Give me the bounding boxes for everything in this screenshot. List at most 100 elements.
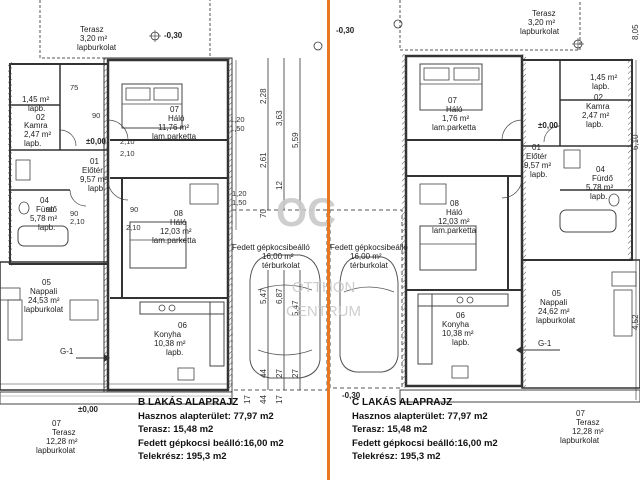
bath-num: 04 (40, 196, 49, 205)
r-bedroom1-area: 1,76 m² (442, 114, 469, 123)
dim-261: 2,61 (259, 152, 268, 168)
dim-open-8: 1,20 (232, 189, 247, 198)
small-area: 1,45 m² (22, 95, 49, 104)
r-storage-area: 2,47 m² (582, 111, 609, 120)
plan-b (0, 0, 328, 405)
dim-17a: 17 (243, 395, 252, 404)
dim-228: 2,28 (259, 88, 268, 104)
r-bedroom2-num: 08 (450, 199, 459, 208)
carport-area: 16,00 m² (262, 252, 294, 261)
r-kitchen-name: Konyha (442, 320, 470, 329)
terrace-top-floor: lapburkolat (77, 43, 117, 52)
dim-547b: 5,47 (291, 300, 300, 316)
hall-floor: lapb. (88, 184, 105, 193)
r-dim-610: 6,10 (631, 134, 640, 150)
r-level-entry: ±0,00 (538, 121, 559, 130)
r-hall-area: 9,57 m² (524, 161, 551, 170)
dim-open-1: 1,20 (230, 115, 245, 124)
r-bath-name: Fürdő (592, 174, 613, 183)
caption-b-line2: Terasz: 15,48 m2 (138, 424, 214, 435)
r-bath-floor: lapb. (590, 192, 607, 201)
caption-b-title: B LAKÁS ALAPRAJZ (138, 397, 239, 408)
r-terrace-bottom-area: 12,28 m² (572, 427, 604, 436)
bath-floor: lapb. (38, 223, 55, 232)
dim-open-10: 90 (46, 205, 54, 214)
r-carport-name: Fedett gépkocsibeálló (330, 243, 408, 252)
terrace-top-area: 3,20 m² (80, 34, 107, 43)
r-dim-452: 4,52 (631, 314, 640, 330)
watermark-line2: CENTRUM (286, 303, 361, 320)
r-carport-area: 16,00 m² (350, 252, 382, 261)
storage-area: 2,47 m² (24, 130, 51, 139)
r-terrace-bottom-floor: lapburkolat (560, 436, 600, 445)
dim-open-9: 1,50 (232, 198, 247, 207)
bedroom2-num: 08 (174, 209, 183, 218)
watermark: OC OTTHON CENTRUM (276, 191, 361, 320)
dim-open-4: 2,10 (120, 149, 135, 158)
dim-27a: 27 (275, 369, 284, 378)
carport-floor: térburkolat (262, 261, 301, 270)
r-terrace-top-area: 3,20 m² (528, 18, 555, 27)
r-kitchen-floor: lapb. (452, 338, 469, 347)
r-section-marker: G-1 (538, 339, 552, 348)
r-terrace-top-name: Terasz (532, 9, 556, 18)
bedroom2-floor: lam.parketta (152, 236, 197, 245)
r-hall-num: 01 (532, 143, 541, 152)
r-bedroom2-area: 12,03 m² (438, 217, 470, 226)
r-living-num: 05 (552, 289, 561, 298)
bath-name: Fürdő (36, 205, 57, 214)
r-level-bottom: -0,30 (342, 391, 361, 400)
bedroom2-area: 12,03 m² (160, 227, 192, 236)
caption-c-line3: Fedett gépkocsi beálló:16,00 m2 (352, 437, 498, 449)
terrace-bottom-num: 07 (52, 419, 61, 428)
hall-num: 01 (90, 157, 99, 166)
storage-num: 02 (36, 113, 45, 122)
r-kitchen-area: 10,38 m² (442, 329, 474, 338)
small-floor: lapb. (28, 104, 45, 113)
r-storage-num: 02 (594, 93, 603, 102)
watermark-line1: OTTHON (292, 279, 355, 296)
r-hall-name: Előtér (526, 152, 547, 161)
dim-open-5: 75 (70, 83, 78, 92)
caption-b: B LAKÁS ALAPRAJZ Hasznos alapterület: 77… (138, 396, 284, 464)
kitchen-floor: lapb. (166, 348, 183, 357)
plan-b-labels: Terasz 3,20 m² lapburkolat -0,30 1,45 m²… (22, 25, 310, 455)
caption-c-line4: Telekrész: 195,3 m2 (352, 451, 441, 462)
r-living-floor: lapburkolat (536, 316, 576, 325)
bedroom2-name: Háló (170, 218, 187, 227)
hall-name: Előtér (82, 166, 103, 175)
caption-b-line3: Fedett gépkocsi beálló:16,00 m2 (138, 437, 284, 449)
r-terrace-top-floor: lapburkolat (520, 27, 560, 36)
r-bath-area: 5,78 m² (586, 183, 613, 192)
r-storage-floor: lapb. (586, 120, 603, 129)
dim-363: 3,63 (275, 110, 284, 126)
r-level-top: -0,30 (336, 26, 355, 35)
caption-c-title: C LAKÁS ALAPRAJZ (352, 397, 453, 408)
dim-44a: 44 (259, 369, 268, 378)
orange-divider (327, 0, 330, 480)
kitchen-area: 10,38 m² (154, 339, 186, 348)
r-bedroom2-name: Háló (446, 208, 463, 217)
dim-open-11: 2,10 (120, 137, 135, 146)
section-marker: G-1 (60, 347, 74, 356)
living-area: 24,53 m² (28, 296, 60, 305)
r-bedroom1-name: Háló (446, 105, 463, 114)
r-bath-num: 04 (596, 165, 605, 174)
living-floor: lapburkolat (24, 305, 64, 314)
r-terrace-bottom-num: 07 (576, 409, 585, 418)
bedroom1-num: 07 (170, 105, 179, 114)
level-entry: ±0,00 (86, 137, 107, 146)
r-hall-floor: lapb. (530, 170, 547, 179)
dim-687: 6,87 (275, 288, 284, 304)
kitchen-num: 06 (178, 321, 187, 330)
r-carport-floor: térburkolat (350, 261, 389, 270)
terrace-bottom-name: Terasz (52, 428, 76, 437)
r-living-area: 24,62 m² (538, 307, 570, 316)
dim-27b: 27 (291, 369, 300, 378)
bedroom1-area: 11,76 m² (158, 123, 189, 132)
living-name: Nappali (30, 287, 57, 296)
terrace-top-name: Terasz (80, 25, 104, 34)
caption-c-line2: Terasz: 15,48 m2 (352, 424, 428, 435)
dim-open-6: 90 (130, 205, 138, 214)
